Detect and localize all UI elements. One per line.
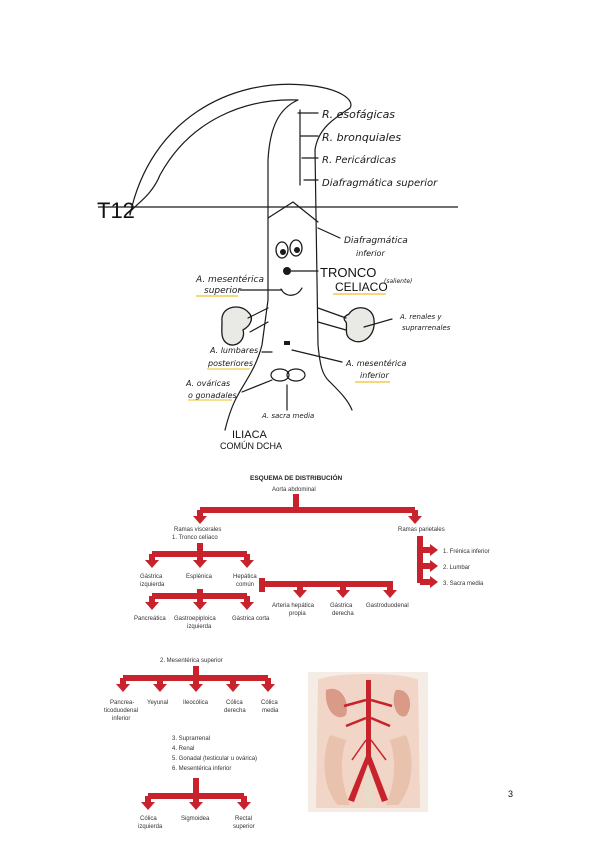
label-renales-1: A. renales y xyxy=(399,313,442,321)
label-mes-sup-2: superior xyxy=(204,286,242,296)
label-bronquiales: R. bronquiales xyxy=(322,131,401,144)
schema-mes-sup-5b: media xyxy=(262,708,279,714)
mes-inf-dot xyxy=(284,341,290,345)
schema-parietal-2: 2. Lumbar xyxy=(443,565,470,571)
schema-root: Aorta abdominal xyxy=(272,487,316,493)
abdomen-anatomy-illustration xyxy=(308,672,428,812)
label-diaf-sup: Diafragmática superior xyxy=(322,177,438,189)
schema-title: ESQUEMA DE DISTRIBUCIÓN xyxy=(250,473,343,482)
schema-hepatica-2a: Gástrica xyxy=(330,603,353,609)
diaf-roof xyxy=(267,201,319,223)
schema-celiaco-3a: Hepática xyxy=(233,574,257,580)
tronco-dot xyxy=(283,267,291,275)
label-iliaca-2: COMÚN DCHA xyxy=(220,441,282,451)
label-mes-inf-2: inferior xyxy=(360,371,389,380)
label-ovaricas-2: o gonadales xyxy=(188,391,237,400)
schema-mes-sup-1b: ticoduodenal xyxy=(104,708,138,714)
label-diaf-inf-1: Diafragmática xyxy=(344,236,408,246)
schema-parietal-1: 1. Frénica inferior xyxy=(443,549,490,555)
schema-other-1: 3. Suprarrenal xyxy=(172,736,210,742)
label-tronco-2: CELIACO xyxy=(335,280,388,294)
gonad-left xyxy=(270,368,290,382)
schema-hepatica-3: Gastroduodenal xyxy=(366,603,409,609)
schema-other-4: 6. Mesentérica inferior xyxy=(172,766,231,772)
label-mes-inf-1: A. mesentérica xyxy=(345,358,407,368)
schema-mes-sup: 2. Mesentérica superior xyxy=(160,658,223,664)
schema-esplenica-1: Pancreática xyxy=(134,616,166,622)
smile xyxy=(280,287,303,296)
label-lumbares-1: A. lumbares xyxy=(209,346,258,355)
distribution-schema: ESQUEMA DE DISTRIBUCIÓN Aorta abdominal … xyxy=(104,473,490,830)
label-diaf-inf-2: inferior xyxy=(356,249,385,258)
schema-hepatica-2b: derecha xyxy=(332,611,354,617)
schema-esplenica-2a: Gastroepiploica xyxy=(174,616,216,622)
schema-mes-inf-3a: Rectal xyxy=(235,816,252,822)
schema-celiaco-1b: izquierda xyxy=(140,582,165,588)
label-lumbares-2: posteriores xyxy=(207,359,253,368)
handdrawn-aorta-diagram: T12 R. es xyxy=(97,83,458,451)
schema-other-2: 4. Renal xyxy=(172,746,194,752)
schema-celiaco-3b: común xyxy=(236,582,254,588)
label-esofagicas: R. esofágicas xyxy=(322,108,395,121)
schema-parietales: Ramas parietales xyxy=(398,527,445,533)
schema-mes-sup-4a: Cólica xyxy=(226,700,243,706)
label-tronco-note: (saliente) xyxy=(384,278,412,285)
schema-parietal-3: 3. Sacra media xyxy=(443,581,484,587)
schema-mes-sup-2: Yeyunal xyxy=(147,700,168,706)
schema-mes-inf-1b: izquierda xyxy=(138,824,163,830)
label-sacra: A. sacra media xyxy=(261,412,314,420)
schema-esplenica-2b: izquierda xyxy=(187,624,212,630)
aortic-arch-outline xyxy=(129,83,353,431)
schema-mes-inf-1a: Cólica xyxy=(140,816,157,822)
gonad-right xyxy=(286,368,306,382)
page-number: 3 xyxy=(508,789,513,799)
label-renales-2: suprarrenales xyxy=(402,324,451,332)
label-ovaricas-1: A. ováricas xyxy=(185,379,230,388)
schema-mes-sup-5a: Cólica xyxy=(261,700,278,706)
schema-mes-sup-3: Ileocólica xyxy=(183,700,209,706)
label-mes-sup-1: A. mesentérica xyxy=(195,274,264,285)
schema-mes-inf-3b: superior xyxy=(233,824,255,830)
label-pericardicas: R. Pericárdicas xyxy=(322,154,396,166)
schema-mes-sup-1c: inferior xyxy=(112,716,130,722)
schema-other-3: 5. Gonadal (testicular u ovárica) xyxy=(172,756,257,762)
schema-hepatica-1a: Arteria hepática xyxy=(272,603,315,609)
schema-mes-sup-1a: Pancrea- xyxy=(110,700,134,706)
eye-right xyxy=(289,239,303,257)
schema-viscerales-2: 1. Tronco celíaco xyxy=(172,535,218,541)
kidney-left xyxy=(221,306,252,346)
t12-label: T12 xyxy=(97,198,135,223)
kidney-right xyxy=(343,307,375,343)
schema-mes-inf-2: Sigmoidea xyxy=(181,816,210,822)
label-tronco-1: TRONCO xyxy=(320,265,376,280)
schema-viscerales-1: Ramas viscerales xyxy=(174,527,221,533)
schema-hepatica-1b: propia xyxy=(289,611,306,617)
schema-mes-sup-4b: derecha xyxy=(224,708,246,714)
schema-celiaco-1a: Gástrica xyxy=(140,574,163,580)
eye-left xyxy=(275,241,289,259)
schema-esplenica-3: Gástrica corta xyxy=(232,616,270,622)
schema-celiaco-2: Esplénica xyxy=(186,574,213,580)
label-iliaca-1: ILIACA xyxy=(232,429,268,441)
